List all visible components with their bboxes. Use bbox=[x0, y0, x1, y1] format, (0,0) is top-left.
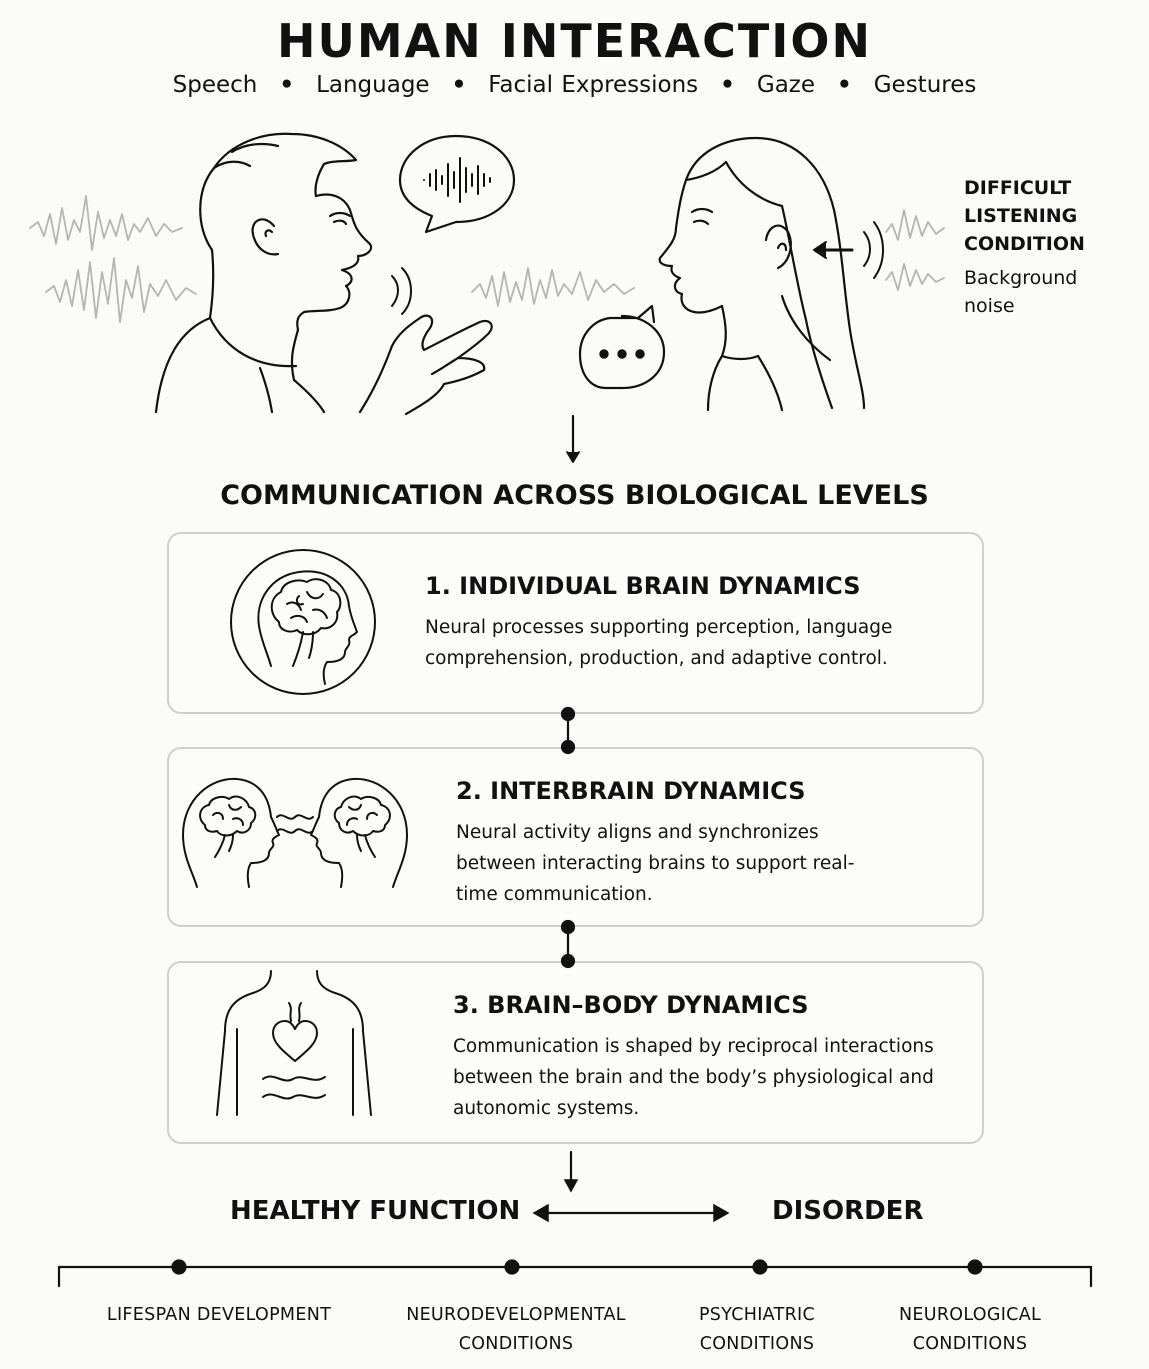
noise-wave-icon bbox=[885, 209, 945, 291]
timeline-label-line: PSYCHIATRIC bbox=[698, 1305, 816, 1325]
man-speaking-icon bbox=[154, 132, 493, 416]
timeline-label-neurodevelopmental: NEURODEVELOPMENTAL CONDITIONS bbox=[396, 1301, 636, 1359]
arrow-down-icon bbox=[563, 1150, 579, 1193]
cue-gestures: Gestures bbox=[873, 72, 977, 98]
bullet: • bbox=[451, 72, 467, 98]
healthy-function-label: HEALTHY FUNCTION bbox=[230, 1196, 521, 1226]
level-description: Neural processes supporting perception, … bbox=[425, 617, 893, 669]
communication-cues: Speech • Language • Facial Expressions • Gaze •… bbox=[0, 72, 1149, 98]
level-card-brain-body: 3. BRAIN–BODY DYNAMICS Communication is … bbox=[167, 961, 984, 1144]
connector bbox=[560, 706, 576, 755]
double-arrow-icon bbox=[532, 1203, 730, 1223]
timeline-label-lifespan: LIFESPAN DEVELOPMENT bbox=[99, 1301, 339, 1330]
speech-bubble-ellipsis-icon bbox=[578, 304, 666, 390]
timeline-label-line: NEUROLOGICAL bbox=[898, 1305, 1042, 1325]
level-title: 1. INDIVIDUAL BRAIN DYNAMICS bbox=[425, 572, 861, 600]
cue-gaze: Gaze bbox=[756, 72, 816, 98]
section-title: COMMUNICATION ACROSS BIOLOGICAL LEVELS bbox=[220, 480, 929, 511]
arrow-down-icon bbox=[566, 414, 580, 463]
timeline-point bbox=[967, 1259, 983, 1275]
timeline-label-line: LIFESPAN DEVELOPMENT bbox=[106, 1305, 332, 1325]
bullet: • bbox=[279, 72, 295, 98]
bullet: • bbox=[720, 72, 735, 98]
listening-condition-heading: DIFFICULT LISTENING CONDITION bbox=[964, 177, 1085, 255]
timeline-label-line: CONDITIONS bbox=[912, 1334, 1028, 1354]
level-description: Communication is shaped by reciprocal in… bbox=[453, 1036, 934, 1119]
timeline-axis bbox=[57, 1259, 1093, 1288]
torso-heart-icon bbox=[216, 970, 372, 1116]
cue-speech: Speech bbox=[172, 72, 258, 98]
level-card-individual: 1. INDIVIDUAL BRAIN DYNAMICS Neural proc… bbox=[167, 532, 984, 714]
level-card-interbrain: 2. INTERBRAIN DYNAMICS Neural activity a… bbox=[167, 747, 984, 927]
disorder-label: DISORDER bbox=[772, 1196, 924, 1226]
two-heads-brains-icon bbox=[182, 777, 408, 888]
page-title: HUMAN INTERACTION bbox=[276, 14, 873, 68]
noise-wave-icon bbox=[29, 195, 197, 323]
level-description: Neural activity aligns and synchronizes … bbox=[456, 822, 855, 905]
timeline-label-line: CONDITIONS bbox=[699, 1334, 815, 1354]
level-title: 3. BRAIN–BODY DYNAMICS bbox=[453, 991, 809, 1019]
speech-bubble-waveform-icon bbox=[398, 134, 516, 234]
bullet: • bbox=[837, 72, 852, 98]
timeline-point bbox=[752, 1259, 768, 1275]
level-title: 2. INTERBRAIN DYNAMICS bbox=[456, 777, 806, 805]
cue-language: Language bbox=[316, 72, 430, 98]
timeline-label-line: NEURODEVELOPMENTAL bbox=[406, 1305, 626, 1325]
timeline-point bbox=[171, 1259, 187, 1275]
noise-wave-icon bbox=[471, 267, 635, 307]
timeline-point bbox=[504, 1259, 520, 1275]
timeline-label-line: CONDITIONS bbox=[458, 1334, 574, 1354]
woman-listening-icon bbox=[658, 136, 884, 412]
timeline-label-neurological: NEUROLOGICAL CONDITIONS bbox=[870, 1301, 1070, 1359]
cue-facial-expressions: Facial Expressions bbox=[488, 72, 699, 98]
connector bbox=[560, 919, 576, 969]
head-brain-icon bbox=[230, 549, 376, 695]
listening-condition-detail: Background noise bbox=[964, 267, 1078, 317]
timeline-label-psychiatric: PSYCHIATRIC CONDITIONS bbox=[657, 1301, 857, 1359]
